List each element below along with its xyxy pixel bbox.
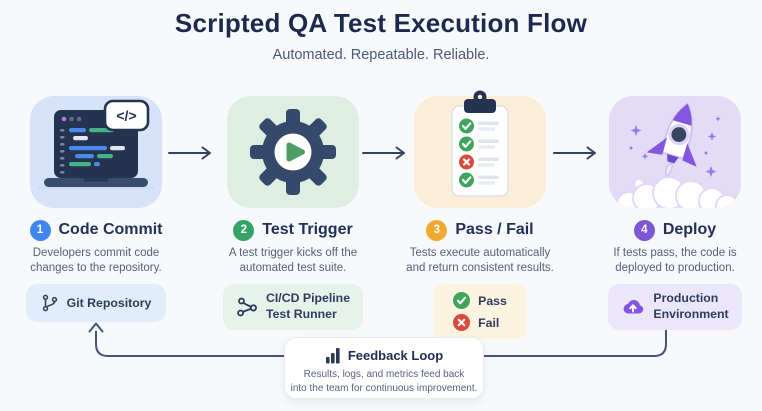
feedback-description: Results, logs, and metrics feed back int…: [290, 369, 478, 394]
step-header: 4 Deploy: [633, 219, 717, 241]
pass-row: Pass: [453, 292, 507, 310]
arrow-right-icon: [168, 146, 211, 160]
step-number-badge: 2: [233, 219, 255, 241]
laptop-code-illustration: </>: [30, 96, 162, 208]
cicd-pipeline-badge: CI/CD Pipeline Test Runner: [222, 284, 364, 331]
pipeline-nodes-icon: [237, 297, 257, 317]
step-title: Test Trigger: [262, 221, 353, 238]
fail-row: Fail: [453, 314, 499, 332]
step-column-pass-fail: 3 Pass / Fail Tests execute automaticall…: [406, 90, 554, 340]
arrow-up-icon: [88, 322, 104, 333]
feedback-header: Feedback Loop: [325, 347, 443, 364]
arrow-right-icon: [362, 146, 405, 160]
check-circle-icon: [453, 292, 471, 310]
cloud-upload-icon: [624, 300, 644, 314]
step-number-badge: 1: [29, 219, 51, 241]
step-description: If tests pass, the code is deployed to p…: [613, 247, 737, 275]
production-environment-badge: Production Environment: [608, 284, 742, 331]
step-title: Code Commit: [58, 221, 163, 238]
play-icon: [286, 142, 305, 162]
arrow-right-icon: [553, 146, 596, 160]
step-header: 1 Code Commit: [29, 219, 163, 241]
code-badge-icon: </>: [103, 99, 150, 132]
badge-label: CI/CD Pipeline Test Runner: [265, 291, 351, 322]
bar-chart-icon: [325, 348, 340, 364]
step-description: Developers commit code changes to the re…: [30, 247, 162, 275]
rocket-illustration: [609, 96, 741, 208]
pass-fail-badge: Pass Fail: [433, 284, 527, 340]
step-number-badge: 3: [426, 219, 448, 241]
gear-play-illustration: [227, 96, 359, 208]
git-repository-badge: Git Repository: [25, 284, 167, 323]
step-header: 2 Test Trigger: [233, 219, 353, 241]
step-description: A test trigger kicks off the automated t…: [228, 247, 358, 275]
page-title: Scripted QA Test Execution Flow: [174, 8, 588, 38]
step-title: Deploy: [662, 221, 717, 238]
step-description: Tests execute automatically and return c…: [406, 247, 554, 275]
clipboard-checklist-illustration: [414, 90, 546, 208]
git-branch-icon: [42, 295, 57, 312]
code-badge-glyph: </>: [116, 108, 136, 124]
page-subtitle: Automated. Repeatable. Reliable.: [272, 47, 490, 63]
step-header: 3 Pass / Fail: [426, 219, 534, 241]
step-number-badge: 4: [633, 219, 655, 241]
step-column-code-commit: </> 1 Code Commit Developers commit code…: [25, 96, 167, 323]
badge-label: Git Repository: [66, 296, 152, 311]
step-title: Pass / Fail: [455, 221, 534, 238]
step-column-test-trigger: 2 Test Trigger A test trigger kicks off …: [222, 96, 364, 331]
feedback-title: Feedback Loop: [347, 348, 444, 363]
step-column-deploy: 4 Deploy If tests pass, the code is depl…: [608, 96, 742, 331]
feedback-loop-card: Feedback Loop Results, logs, and metrics…: [284, 337, 484, 399]
badge-label: Production Environment: [653, 291, 729, 322]
x-circle-icon: [453, 314, 471, 332]
